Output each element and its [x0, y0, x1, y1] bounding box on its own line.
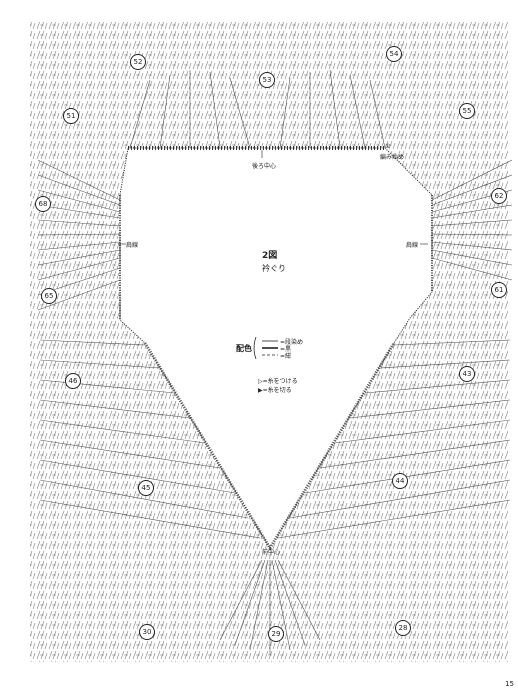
motif-number: 68 [35, 196, 51, 212]
motif-number: 46 [65, 373, 81, 389]
cut-yarn-text: =糸を切る [262, 387, 292, 394]
motif-number: 65 [41, 288, 57, 304]
motif-number: 29 [268, 626, 284, 642]
motif-number: 28 [395, 620, 411, 636]
back-center-label: 後ろ中心 [252, 163, 277, 170]
shoulder-line-left: 肩線 [126, 242, 139, 249]
attach-yarn-text: =糸をつける [262, 378, 298, 385]
legend-title: 配色 [236, 344, 252, 353]
motif-number: 52 [130, 54, 146, 70]
attach-yarn-icon: ▷ [258, 378, 263, 385]
start-marker: ① [385, 143, 391, 150]
motif-number: 30 [139, 624, 155, 640]
motif-number: 61 [491, 282, 507, 298]
motif-number: 62 [491, 188, 507, 204]
motif-number: 43 [459, 366, 475, 382]
cut-yarn-icon: ▶ [258, 387, 263, 394]
motif-number: 45 [138, 480, 154, 496]
diagram-title: 2図 [262, 251, 278, 261]
start-label: 編み始め [380, 154, 405, 161]
motif-number: 54 [386, 46, 402, 62]
front-center-label: 前中心 [262, 549, 281, 556]
legend-item-2: =黒 [280, 346, 292, 353]
motif-number: 55 [459, 103, 475, 119]
legend-attach-row: ▷=糸をつける [258, 376, 298, 385]
legend-item-3: =紺 [280, 353, 292, 360]
page-number: 15 [505, 680, 514, 688]
diagram-subtitle: 衿ぐり [262, 264, 286, 273]
legend-cut-row: ▶=糸を切る [258, 385, 292, 394]
legend-item-1: =段染め [280, 339, 304, 346]
motif-number: 44 [392, 473, 408, 489]
shoulder-line-right: 肩線 [406, 242, 419, 249]
motif-number: 53 [259, 72, 275, 88]
motif-number: 51 [63, 108, 79, 124]
